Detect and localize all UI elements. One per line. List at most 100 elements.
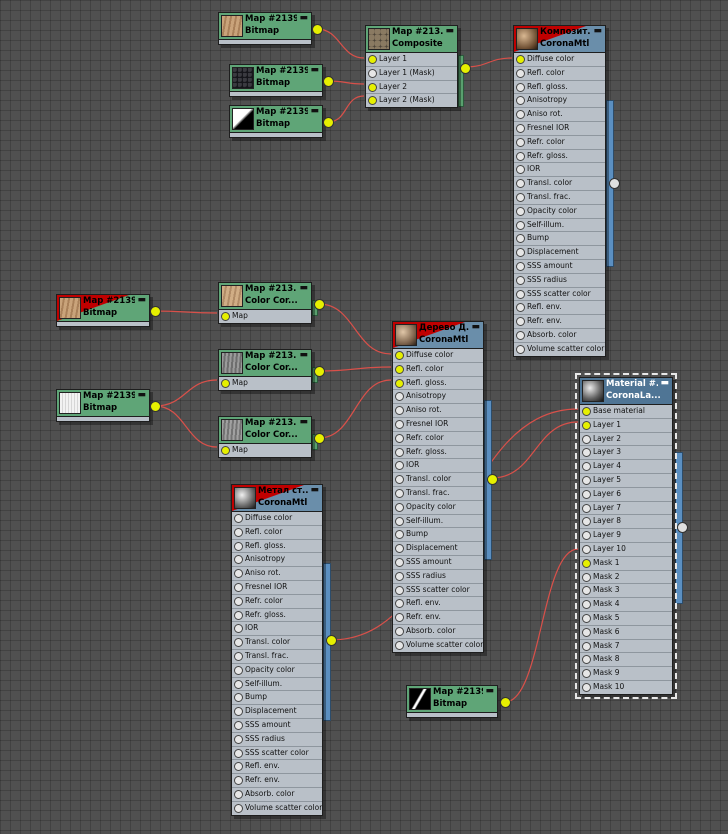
input-socket-icon[interactable] [234, 514, 243, 523]
input-socket-icon[interactable] [582, 558, 591, 568]
input-socket-icon[interactable] [395, 571, 404, 581]
output-socket[interactable] [487, 474, 498, 485]
output-socket[interactable] [326, 635, 337, 646]
input-socket-icon[interactable] [582, 600, 591, 610]
input-socket-icon[interactable] [516, 317, 525, 327]
input-socket-icon[interactable] [395, 351, 404, 360]
input-socket-icon[interactable] [395, 516, 404, 526]
input-socket-icon[interactable] [234, 762, 243, 772]
input-slot[interactable]: Refr. env. [514, 315, 605, 329]
bitmap-node-top-3[interactable]: Map #213950... Bitmap ▬ [229, 105, 323, 138]
input-slot[interactable]: IOR [232, 622, 322, 637]
connection-wire[interactable] [504, 548, 579, 703]
input-slot[interactable]: Refl. color [393, 363, 483, 377]
input-socket-icon[interactable] [516, 55, 525, 64]
input-socket-icon[interactable] [582, 544, 591, 554]
output-socket[interactable] [314, 299, 325, 310]
input-slot[interactable]: Refl. env. [393, 597, 483, 612]
input-socket-icon[interactable] [582, 655, 591, 665]
input-slot[interactable]: SSS scatter color [514, 288, 605, 302]
input-slot[interactable]: Map [219, 377, 311, 390]
input-socket-icon[interactable] [582, 613, 591, 623]
input-socket-icon[interactable] [395, 557, 404, 567]
input-socket-icon[interactable] [395, 406, 404, 416]
input-socket-icon[interactable] [234, 527, 243, 537]
output-socket[interactable] [677, 522, 688, 533]
collapse-icon[interactable]: ▬ [593, 26, 602, 36]
input-socket-icon[interactable] [516, 206, 525, 216]
input-slot[interactable]: Mask 8 [580, 653, 672, 668]
bitmap-node-top-1[interactable]: Map #213950... Bitmap ▬ [218, 12, 312, 45]
input-slot[interactable]: Refr. gloss. [514, 150, 605, 164]
color-correct-node-1[interactable]: Map #213... Color Cor... ▬ Map [218, 282, 312, 324]
collapse-icon[interactable]: ▬ [485, 686, 494, 696]
input-slot[interactable]: Displacement [232, 705, 322, 719]
node-header[interactable]: Material #... CoronaLa... ▬ [579, 377, 673, 405]
input-slot[interactable]: Bump [514, 232, 605, 247]
connection-wire[interactable] [318, 379, 392, 439]
node-header[interactable]: Map #213... Color Cor... ▬ [218, 349, 312, 377]
node-header[interactable]: Метал ст... CoronaMtl ▬ [231, 484, 323, 512]
input-slot[interactable]: SSS radius [514, 274, 605, 288]
output-socket[interactable] [314, 433, 325, 444]
input-socket-icon[interactable] [395, 640, 404, 650]
input-socket-icon[interactable] [516, 234, 525, 244]
input-slot[interactable]: Layer 5 [580, 474, 672, 488]
input-socket-icon[interactable] [234, 638, 243, 648]
input-slot[interactable]: Aniso rot. [514, 108, 605, 122]
node-header[interactable]: Map #213950... Bitmap ▬ [406, 685, 498, 713]
input-slot[interactable]: Self-illum. [232, 678, 322, 692]
input-slot[interactable]: Layer 2 [580, 433, 672, 447]
input-slot[interactable]: Layer 1 [580, 419, 672, 433]
input-slot[interactable]: Diffuse color [514, 53, 605, 67]
collapse-icon[interactable]: ▬ [660, 378, 669, 388]
input-slot[interactable]: Transl. frac. [514, 191, 605, 205]
input-socket-icon[interactable] [234, 665, 243, 675]
input-slot[interactable]: Layer 2 (Mask) [366, 94, 457, 107]
input-slot[interactable]: Aniso rot. [232, 567, 322, 581]
input-slot[interactable]: Transl. color [514, 177, 605, 191]
input-socket-icon[interactable] [582, 641, 591, 651]
input-slot[interactable]: Refl. color [514, 67, 605, 81]
input-socket-icon[interactable] [582, 407, 591, 416]
input-socket-icon[interactable] [582, 627, 591, 637]
input-socket-icon[interactable] [395, 585, 404, 595]
input-socket-icon[interactable] [516, 137, 525, 147]
input-slot[interactable]: Mask 4 [580, 598, 672, 612]
input-socket-icon[interactable] [582, 531, 591, 541]
input-slot[interactable]: Refr. color [232, 595, 322, 609]
input-socket-icon[interactable] [516, 248, 525, 258]
material-node-top[interactable]: Композит... CoronaMtl ▬ Diffuse colorRef… [513, 25, 606, 357]
input-socket-icon[interactable] [582, 448, 591, 458]
collapse-icon[interactable]: ▬ [471, 322, 480, 332]
collapse-icon[interactable]: ▬ [137, 390, 146, 400]
input-slot[interactable]: Layer 1 [366, 53, 457, 67]
input-slot[interactable]: Displacement [393, 542, 483, 556]
input-socket-icon[interactable] [234, 734, 243, 744]
node-header[interactable]: Map #213... Color Cor... ▬ [218, 282, 312, 310]
input-socket-icon[interactable] [368, 55, 377, 64]
input-socket-icon[interactable] [368, 68, 377, 78]
input-slot[interactable]: Refl. env. [232, 760, 322, 775]
input-slot[interactable]: Layer 9 [580, 529, 672, 543]
input-slot[interactable]: Refr. gloss. [393, 446, 483, 460]
color-correct-node-2[interactable]: Map #213... Color Cor... ▬ Map [218, 349, 312, 391]
input-slot[interactable]: SSS scatter color [232, 747, 322, 761]
input-slot[interactable]: Mask 1 [580, 557, 672, 571]
input-socket-icon[interactable] [516, 275, 525, 285]
output-socket[interactable] [150, 306, 161, 317]
input-socket-icon[interactable] [395, 447, 404, 457]
input-slot[interactable]: Mask 6 [580, 626, 672, 640]
input-socket-icon[interactable] [234, 693, 243, 703]
input-socket-icon[interactable] [395, 626, 404, 636]
connection-wire[interactable] [318, 303, 392, 355]
output-socket[interactable] [323, 117, 334, 128]
collapse-icon[interactable]: ▬ [445, 26, 454, 36]
connection-wire[interactable] [318, 366, 392, 372]
input-socket-icon[interactable] [516, 261, 525, 271]
node-header[interactable]: Map #213950... Bitmap ▬ [56, 294, 150, 322]
input-slot[interactable]: Refl. gloss. [232, 540, 322, 554]
input-socket-icon[interactable] [234, 541, 243, 551]
input-slot[interactable]: Opacity color [232, 664, 322, 678]
input-slot[interactable]: Layer 3 [580, 446, 672, 461]
